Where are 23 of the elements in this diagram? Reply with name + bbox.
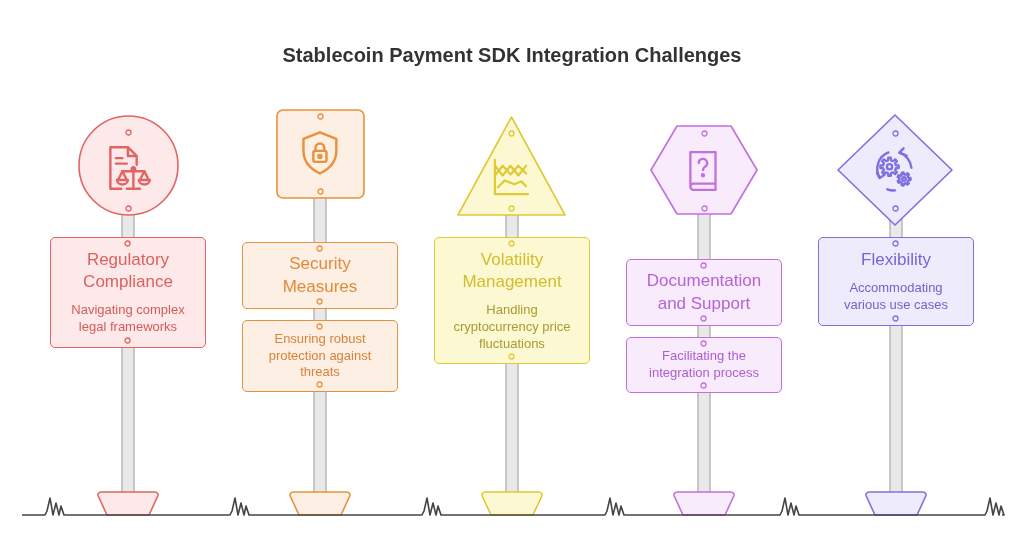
sign-board [818,237,974,326]
sign-board [626,259,782,326]
diamond-sign [837,114,953,226]
sign-heading: Documentation and Support [645,270,763,315]
diagram-title: Stablecoin Payment SDK Integration Challenges [282,44,742,67]
triangle-sign [455,114,568,216]
sign-description: Ensuring robust protection against threats [267,330,373,382]
square-sign [276,109,365,199]
sign-board [434,237,590,364]
hexagon-sign [650,125,758,215]
circle-sign [78,115,179,216]
sign-description: Accommodating various use cases [842,280,950,314]
sign-heading: Regulatory Compliance [82,249,174,294]
sign-board [242,320,398,392]
sign-board [50,237,206,348]
sign-heading: Security Measures [281,253,359,298]
sign-heading: Volatility Management [461,248,563,293]
sign-heading: Flexibility [861,249,931,272]
sign-description: Navigating complex legal frameworks [70,302,186,336]
sign-description: Handling cryptocurrency price fluctuations [452,301,572,353]
sign-description: Facilitating the integration process [648,348,760,382]
sign-board [242,242,398,309]
sign-board [626,337,782,393]
